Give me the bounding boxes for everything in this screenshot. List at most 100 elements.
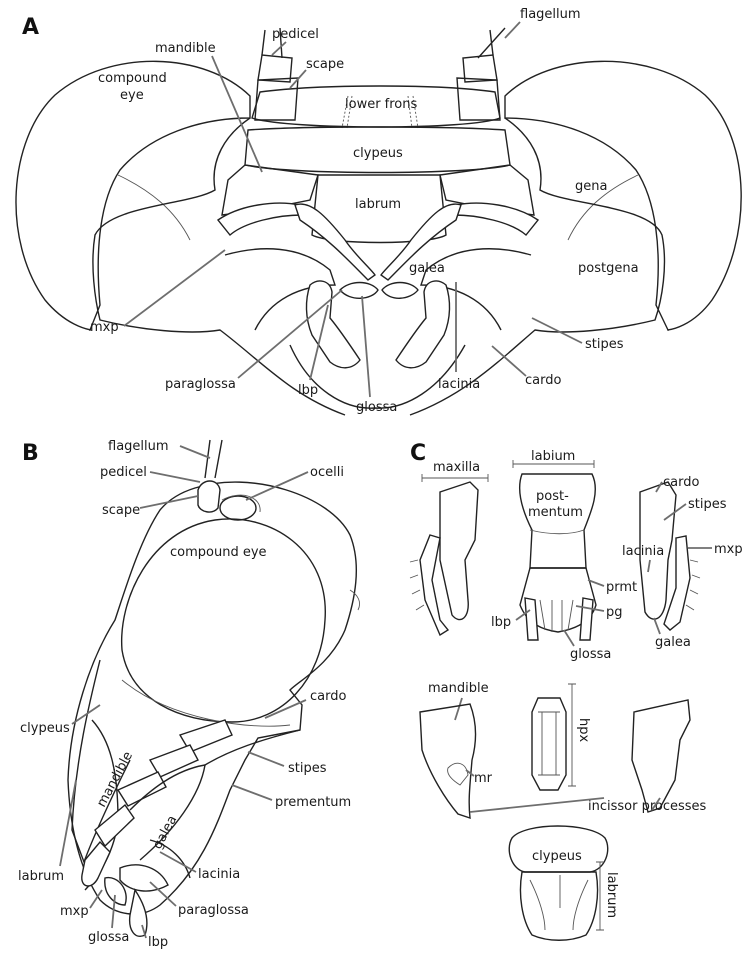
c-label-stipes: stipes	[688, 497, 727, 512]
c-maxilla-right-setae	[685, 559, 701, 611]
b-leader-glossa	[111, 894, 116, 929]
a-leader-mxp	[123, 249, 226, 327]
c-labrum-bracket	[596, 861, 604, 931]
c-maxilla-right-body	[639, 481, 677, 620]
c-leader-mr	[465, 769, 475, 777]
panel-a-letter: A	[22, 15, 39, 40]
c-label-labrum: labrum	[604, 872, 619, 918]
b-label-prementum: prementum	[275, 795, 351, 810]
a-label-flagellum: flagellum	[520, 7, 581, 22]
b-label-ocelli: ocelli	[310, 465, 344, 480]
b-label-stipes: stipes	[288, 761, 327, 776]
b-stipes	[204, 729, 301, 766]
b-ocellus-rim	[221, 494, 261, 513]
c-maxilla-palp	[419, 534, 450, 637]
a-label-scape: scape	[306, 57, 344, 72]
a-label-compound-eye-1: compound	[98, 71, 167, 86]
b-leader-cardo	[264, 699, 307, 719]
c-leader-stipes	[663, 503, 687, 521]
a-label-clypeus: clypeus	[353, 146, 403, 161]
c-leader-glossa	[563, 629, 575, 647]
panel-c: C maxilla labium post- mentum cardo stip…	[409, 441, 743, 941]
a-label-lbp: lbp	[298, 383, 318, 398]
b-mxp-segment-2	[148, 744, 199, 778]
a-leader-glossa	[361, 295, 371, 398]
a-head-capsule-left	[92, 117, 346, 416]
a-right-pedicel	[462, 54, 498, 83]
b-mxp-tip	[81, 840, 111, 887]
a-right-mxp-tip	[380, 203, 462, 281]
c-label-pg: pg	[606, 605, 623, 620]
a-leader-pedicel	[271, 41, 287, 56]
b-eye-lower-rim	[121, 679, 291, 727]
c-mandible-mola	[447, 762, 469, 786]
a-label-glossa: glossa	[356, 400, 397, 415]
b-leader-mxp	[89, 889, 103, 909]
a-label-cardo: cardo	[525, 373, 561, 388]
b-leader-lbp	[141, 924, 147, 939]
c-postmentum-suture	[529, 529, 585, 535]
a-label-gena: gena	[575, 179, 607, 194]
c-mandible-right	[631, 699, 691, 813]
a-glossa-left	[339, 281, 379, 299]
c-labrum	[519, 871, 599, 941]
a-labrum	[311, 174, 447, 244]
a-right-eye-inner-line	[567, 174, 639, 241]
a-lower-frons	[251, 85, 501, 128]
c-maxilla-right-palp	[663, 535, 691, 631]
b-label-scape: scape	[102, 503, 140, 518]
b-leader-lacinia	[159, 851, 197, 873]
a-label-mandible: mandible	[155, 41, 216, 56]
c-label-postmentum-1: post-	[536, 489, 569, 504]
a-left-stipes-galea	[224, 248, 336, 331]
panel-b-letter: B	[22, 441, 39, 466]
c-leader-mandible	[454, 697, 463, 721]
a-leader-mandible	[211, 55, 263, 173]
c-glossa-lobes	[539, 599, 574, 632]
b-compound-eye	[120, 518, 326, 723]
a-left-eye-inner-line	[117, 174, 191, 241]
c-clypeus	[508, 825, 609, 873]
a-frons-sutures	[341, 95, 419, 129]
a-label-lower-frons: lower frons	[345, 97, 418, 112]
b-label-compound-eye: compound eye	[170, 545, 267, 560]
c-hpx-bracket	[568, 683, 576, 787]
b-leader-paraglossa	[149, 881, 177, 907]
c-maxilla-bracket	[421, 474, 489, 482]
c-label-glossa: glossa	[570, 647, 611, 662]
c-hypopharynx	[531, 697, 567, 791]
c-labium-bracket	[512, 460, 595, 468]
b-leader-ocelli	[245, 471, 309, 501]
a-label-pedicel: pedicel	[272, 27, 319, 42]
b-head-outline	[67, 481, 358, 915]
a-head-capsule-right	[409, 117, 666, 416]
b-lbp	[128, 888, 148, 937]
a-label-paraglossa: paraglossa	[165, 377, 236, 392]
a-left-scape	[254, 77, 299, 121]
panel-b: B flagellum pedicel	[18, 439, 361, 950]
b-label-lacinia: lacinia	[198, 867, 240, 882]
c-label-lacinia: lacinia	[622, 544, 664, 559]
c-label-labium: labium	[531, 449, 575, 464]
c-label-hpx: hpx	[576, 718, 591, 742]
c-leader-pg	[575, 605, 605, 612]
panel-c-letter: C	[410, 441, 426, 466]
c-leader-incissor-left	[469, 797, 605, 813]
a-leader-paraglossa	[237, 289, 343, 379]
panel-a: A	[15, 7, 742, 416]
c-label-cardo: cardo	[663, 475, 699, 490]
c-label-incissor-processes: incissor processes	[588, 799, 707, 814]
b-glossa	[104, 876, 127, 906]
c-leader-lbp	[515, 609, 531, 621]
a-left-lbp	[305, 280, 361, 369]
c-label-prmt: prmt	[606, 580, 637, 595]
a-label-stipes: stipes	[585, 337, 624, 352]
a-label-galea: galea	[409, 261, 445, 276]
b-label-cardo: cardo	[310, 689, 346, 704]
a-leader-stipes	[531, 317, 583, 344]
c-label-maxilla: maxilla	[433, 460, 480, 475]
b-label-galea: galea	[150, 813, 180, 852]
b-label-labrum: labrum	[18, 869, 64, 884]
a-right-compound-eye	[504, 60, 742, 331]
